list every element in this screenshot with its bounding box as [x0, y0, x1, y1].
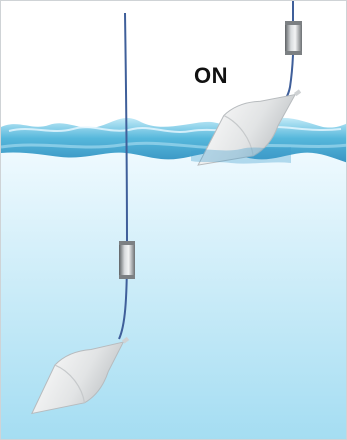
- left-cable-weight: [119, 241, 135, 279]
- switch-state-label: ON: [194, 63, 228, 89]
- air-region: [1, 1, 347, 131]
- right-cable-weight: [285, 21, 302, 55]
